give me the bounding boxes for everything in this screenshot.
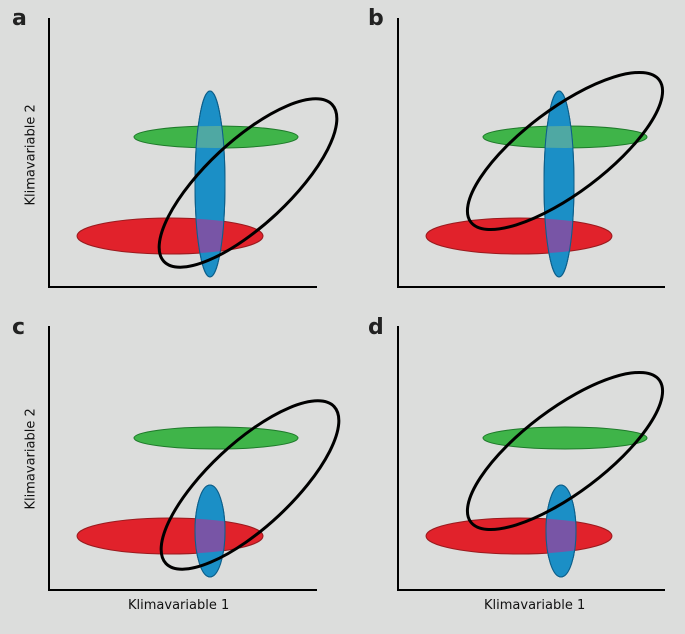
blue-ellipse-outline-c [194, 484, 226, 578]
black-ellipse-d [465, 370, 665, 532]
black-ellipse-b [465, 70, 665, 232]
overlap-green-blue-a [195, 126, 225, 148]
overlap-red-blue-b [544, 218, 574, 254]
axes-b [397, 18, 665, 288]
green-ellipse-d [482, 426, 648, 450]
overlap-red-blue-d [546, 518, 576, 554]
blue-ellipse-outline-a [194, 90, 226, 278]
panel-d [397, 326, 665, 591]
blue-ellipse-outline-b [543, 90, 575, 278]
black-ellipse-c [159, 399, 341, 571]
blue-ellipse-outline-d [545, 484, 577, 578]
overlap-red-blue-a [195, 218, 225, 254]
panel-letter-d: d [368, 315, 384, 340]
overlap-green-blue-b [544, 126, 574, 148]
green-ellipse-c [133, 426, 299, 450]
axes-c [48, 326, 317, 591]
panel-letter-b: b [368, 6, 384, 31]
overlap-red-blue-c [195, 518, 225, 554]
panel-c [48, 326, 341, 591]
red-ellipse-a [76, 217, 264, 255]
panel-a [48, 18, 339, 288]
axes-d [397, 326, 665, 591]
x-axis-label-c: Klimavariable 1 [128, 598, 230, 613]
panel-letter-a: a [12, 6, 27, 31]
panel-b [397, 18, 665, 288]
axes-a [48, 18, 317, 288]
x-axis-label-d: Klimavariable 1 [484, 598, 586, 613]
black-ellipse-a [157, 97, 339, 269]
panel-letter-c: c [12, 315, 26, 340]
